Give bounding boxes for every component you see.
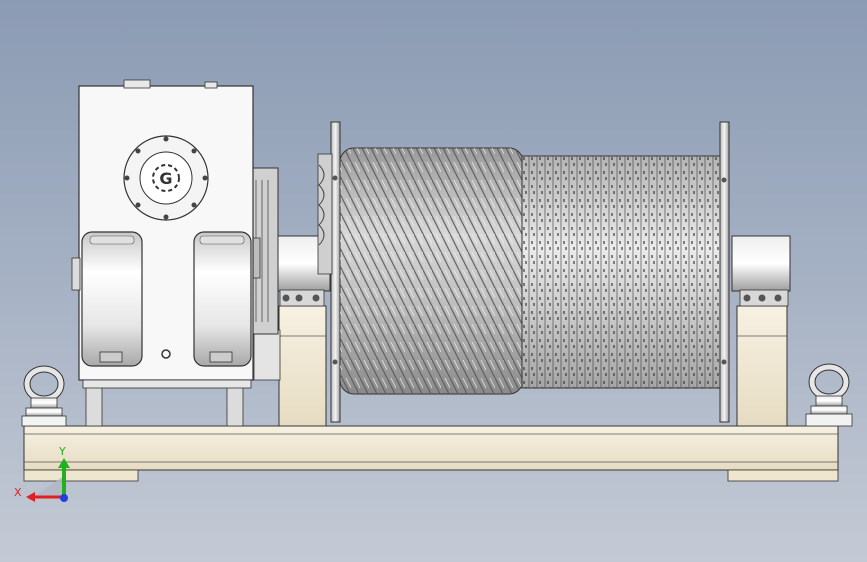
right-eye-bolt (805, 363, 853, 427)
right-drum-pedestal (736, 305, 788, 427)
x-axis-label: X (14, 486, 22, 499)
right-pillow-block (731, 235, 791, 307)
brake-mechanism (317, 153, 333, 275)
left-eye-bolt (21, 365, 67, 427)
drum-right-flange (719, 121, 730, 423)
base-frame[interactable] (23, 425, 839, 482)
gearbox-cover-plate: G (123, 135, 209, 221)
coordinate-triad: Y X (14, 445, 70, 502)
y-axis-arrowhead (58, 458, 70, 468)
y-axis-label: Y (58, 445, 66, 458)
rope-winding-left (339, 147, 524, 395)
x-axis-arrowhead (26, 492, 35, 502)
gearbox-feet (85, 329, 281, 427)
drain-plug-icon (161, 349, 171, 359)
rope-winding-right (521, 155, 721, 389)
gear-logo-icon: G (152, 164, 180, 192)
gearbox-left-motor-cover (81, 231, 143, 367)
z-axis-dot (60, 494, 68, 502)
svg-text:G: G (159, 169, 172, 188)
coupling-housing (247, 167, 279, 335)
gearbox-right-motor-cover (193, 231, 252, 367)
gearbox-housing[interactable]: G (71, 79, 254, 389)
left-drum-pedestal (278, 305, 327, 427)
